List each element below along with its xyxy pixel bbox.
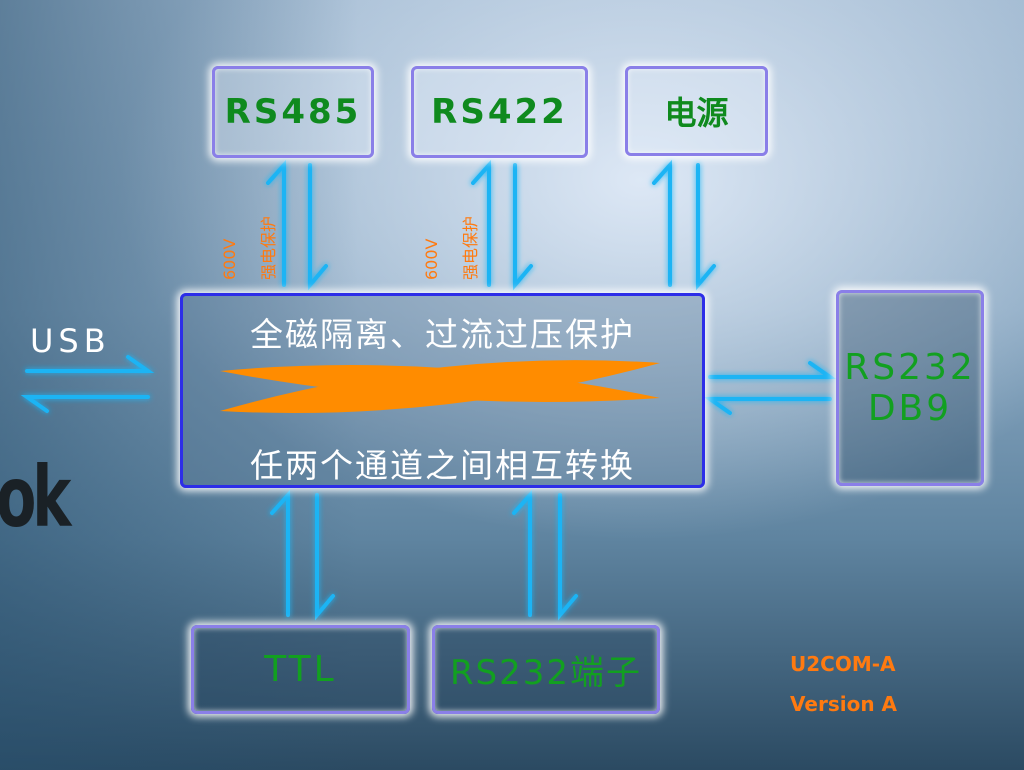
converter-core-box: 全磁隔离、过流过压保护 任两个通道之间相互转换	[180, 293, 705, 488]
power-box: 电源	[625, 66, 768, 156]
voltage-note-1: 600V	[220, 238, 239, 280]
arrow-right-db9	[708, 361, 837, 379]
protection-note-1: 强电保护	[259, 215, 278, 280]
rs232-db9-line2: DB9	[867, 388, 953, 429]
rs485-label: RS485	[224, 92, 362, 132]
arrow-up-power	[652, 159, 672, 287]
usb-label: USB	[30, 322, 111, 360]
rs232-db9-line1: RS232	[844, 347, 976, 388]
feature-text: 全磁隔离、过流过压保护	[250, 315, 635, 354]
cross-mark	[220, 360, 660, 413]
arrow-up-rs232-terminal	[512, 489, 532, 617]
arrow-left-usb	[20, 395, 150, 413]
rs232-db9-box: RS232 DB9	[836, 290, 984, 486]
arrow-left-db9	[703, 397, 832, 415]
arrow-down-power	[696, 163, 716, 291]
voltage-note-2: 600V	[422, 238, 441, 280]
arrow-down-ttl	[315, 493, 335, 621]
model-label: U2COM-A	[790, 652, 896, 676]
partial-logo: ok	[0, 448, 71, 546]
arrow-down-rs485	[308, 163, 328, 291]
arrow-down-rs232-terminal	[558, 493, 578, 621]
version-label: Version A	[790, 692, 897, 716]
rs422-box: RS422	[411, 66, 588, 158]
protection-note-2: 强电保护	[461, 215, 480, 280]
cross-stroke-2	[220, 360, 660, 413]
power-label: 电源	[664, 94, 729, 132]
ttl-label: TTL	[264, 649, 337, 690]
conversion-text: 任两个通道之间相互转换	[250, 446, 635, 485]
arrow-up-rs485	[266, 159, 286, 287]
arrow-up-rs422	[471, 159, 491, 287]
ttl-box: TTL	[191, 625, 410, 714]
rs422-label: RS422	[431, 92, 568, 132]
arrow-down-rs422	[513, 163, 533, 291]
arrow-right-usb	[25, 355, 155, 373]
arrow-up-ttl	[270, 489, 290, 617]
rs232-terminal-box: RS232端子	[432, 625, 660, 714]
rs232-terminal-label: RS232端子	[449, 653, 643, 693]
rs485-box: RS485	[212, 66, 374, 158]
